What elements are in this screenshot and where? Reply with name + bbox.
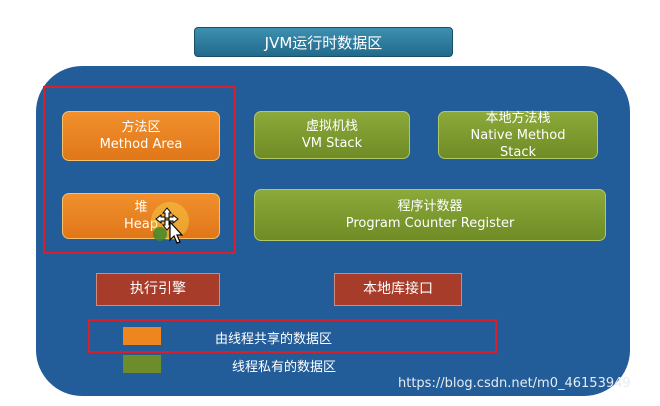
method-area-en: Method Area bbox=[99, 137, 183, 152]
legend-swatch-shared bbox=[123, 327, 161, 345]
native-interface-label: 本地库接口 bbox=[363, 281, 433, 297]
native-interface-box: 本地库接口 bbox=[334, 273, 462, 306]
heap-box: 堆 Heap bbox=[62, 193, 220, 239]
program-counter-box: 程序计数器 Program Counter Register bbox=[254, 189, 606, 241]
legend-label-shared: 由线程共享的数据区 bbox=[215, 332, 333, 347]
heap-cn: 堆 bbox=[134, 200, 148, 215]
method-area-cn: 方法区 bbox=[121, 120, 161, 135]
native-method-stack-cn: 本地方法栈 bbox=[485, 110, 551, 126]
vm-stack-box: 虚拟机栈 VM Stack bbox=[254, 111, 410, 159]
vm-stack-en: VM Stack bbox=[301, 136, 363, 151]
native-method-stack-box: 本地方法栈 Native Method Stack bbox=[438, 110, 598, 160]
method-area-box: 方法区 Method Area bbox=[62, 111, 220, 161]
vm-stack-cn: 虚拟机栈 bbox=[305, 119, 358, 134]
highlight-frame-shared-areas bbox=[43, 86, 236, 254]
program-counter-en: Program Counter Register bbox=[345, 216, 515, 231]
heap-en: Heap bbox=[124, 217, 158, 232]
native-method-stack-en: Native Method bbox=[470, 127, 566, 143]
diagram-title-text: JVM运行时数据区 bbox=[264, 33, 383, 52]
native-method-stack-en2: Stack bbox=[500, 144, 536, 160]
highlight-frame-legend bbox=[88, 319, 497, 353]
legend-label-private: 线程私有的数据区 bbox=[232, 360, 337, 375]
legend-swatch-private bbox=[123, 355, 161, 373]
diagram-title: JVM运行时数据区 bbox=[194, 27, 453, 57]
watermark-text: https://blog.csdn.net/m0_46153949 bbox=[398, 376, 631, 391]
execution-engine-box: 执行引擎 bbox=[96, 273, 220, 306]
execution-engine-label: 执行引擎 bbox=[130, 281, 186, 297]
move-cursor-icon bbox=[150, 200, 196, 244]
program-counter-cn: 程序计数器 bbox=[397, 199, 463, 214]
